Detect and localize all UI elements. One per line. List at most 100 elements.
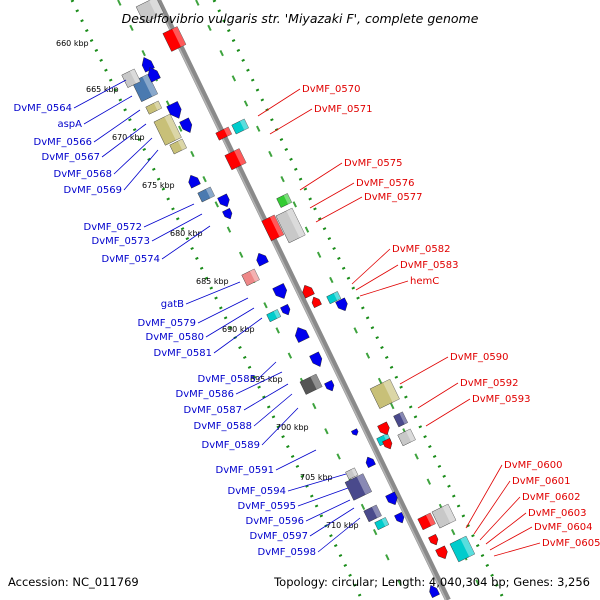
kbp-tick-label: 700 kbp	[276, 423, 309, 432]
accession-text: Accession: NC_011769	[8, 575, 139, 589]
gene-label-reverse: DvMF_0581	[154, 348, 212, 359]
leader-line	[485, 512, 527, 545]
gene-block	[224, 148, 247, 171]
label-leaders	[73, 79, 541, 557]
leader-line	[73, 79, 127, 109]
gene-label-reverse: aspA	[57, 119, 82, 130]
gene-label-reverse: DvMF_0586	[176, 389, 234, 400]
gene-block	[169, 138, 187, 155]
kbp-tick-label: 665 kbp	[86, 85, 119, 94]
gene-label-reverse: DvMF_0588	[194, 421, 252, 432]
gene-arrow	[217, 193, 230, 208]
leader-line	[315, 196, 363, 223]
leader-line	[243, 383, 289, 411]
leader-line	[269, 108, 313, 135]
gene-arrow	[429, 584, 440, 599]
leader-line	[489, 526, 533, 551]
leader-line	[257, 88, 301, 117]
gene-arrow	[428, 533, 439, 546]
gene-block	[266, 309, 282, 323]
gene-label-reverse: DvMF_0564	[14, 103, 72, 114]
gene-block	[121, 68, 141, 88]
kbp-tick-label: 680 kbp	[170, 229, 203, 238]
gene-block	[363, 504, 382, 523]
gene-arrow	[311, 296, 322, 309]
kbp-tick-label: 690 kbp	[222, 325, 255, 334]
gene-block	[397, 428, 416, 447]
gene-arrow	[280, 303, 291, 316]
gene-label-forward: DvMF_0583	[400, 260, 458, 271]
kbp-tick-label: 710 kbp	[326, 521, 359, 530]
leader-line	[185, 281, 241, 305]
gene-track	[121, 0, 476, 599]
leader-line	[355, 264, 399, 291]
genome-title: Desulfovibrio vulgaris str. 'Miyazaki F'…	[122, 11, 479, 26]
gene-block	[215, 126, 233, 141]
topology-text: Topology: circular; Length: 4,040,304 bp…	[273, 575, 590, 589]
kbp-tick-label: 705 kbp	[300, 473, 333, 482]
gene-block	[326, 291, 342, 305]
genome-backbone	[155, 0, 451, 600]
kbp-tick-label: 675 kbp	[142, 181, 175, 190]
gene-block	[276, 193, 293, 208]
leader-line	[235, 371, 283, 395]
gene-block	[197, 186, 215, 203]
leader-line	[83, 95, 133, 125]
gene-arrow	[382, 437, 393, 450]
gene-block	[417, 512, 436, 531]
leader-line	[309, 507, 355, 537]
gene-block	[241, 268, 260, 287]
gene-label-forward: DvMF_0571	[314, 104, 372, 115]
gene-arrow	[335, 297, 348, 312]
gene-label-forward: DvMF_0582	[392, 244, 450, 255]
kbp-tick-label: 685 kbp	[196, 277, 229, 286]
gene-label-reverse: DvMF_0595	[238, 501, 296, 512]
gene-labels: DvMF_0570DvMF_0571DvMF_0575DvMF_0576DvMF…	[14, 84, 600, 558]
gene-label-forward: hemC	[410, 276, 439, 287]
gene-block	[374, 517, 390, 531]
gene-label-reverse: DvMF_0573	[92, 236, 150, 247]
gene-arrow	[302, 284, 315, 299]
gene-arrow	[394, 511, 405, 524]
leader-line	[297, 487, 349, 507]
leader-line	[317, 517, 361, 553]
gene-block	[162, 26, 187, 52]
gene-block	[369, 378, 400, 409]
gene-arrow	[179, 117, 193, 133]
leader-line	[359, 280, 409, 297]
leader-line	[425, 398, 471, 427]
leader-line	[161, 225, 211, 260]
gene-label-forward: DvMF_0605	[542, 538, 600, 549]
gene-label-reverse: DvMF_0580	[146, 332, 204, 343]
leader-line	[287, 473, 347, 492]
gene-label-reverse: DvMF_0585	[198, 374, 256, 385]
gene-label-forward: DvMF_0577	[364, 192, 422, 203]
gene-arrow	[309, 351, 323, 367]
gene-label-forward: DvMF_0570	[302, 84, 360, 95]
leader-line	[261, 407, 299, 446]
gene-label-forward: DvMF_0576	[356, 178, 414, 189]
leader-line	[399, 356, 449, 385]
gene-label-reverse: DvMF_0598	[258, 547, 316, 558]
gene-label-forward: DvMF_0602	[522, 492, 580, 503]
gene-arrow	[351, 428, 359, 436]
leader-line	[309, 182, 355, 209]
leader-line	[417, 382, 459, 409]
gene-block	[449, 535, 476, 563]
gene-label-reverse: DvMF_0596	[246, 516, 304, 527]
gene-label-forward: DvMF_0575	[344, 158, 402, 169]
tick-track-right	[212, 0, 506, 600]
gene-arrow	[324, 379, 335, 392]
leader-line	[275, 449, 317, 471]
gene-label-forward: DvMF_0600	[504, 460, 562, 471]
gene-arrow	[188, 174, 201, 189]
gene-label-forward: DvMF_0601	[512, 476, 570, 487]
gene-label-forward: DvMF_0603	[528, 508, 586, 519]
gene-arrow	[166, 101, 182, 119]
gene-label-forward: DvMF_0593	[472, 394, 530, 405]
gene-block	[344, 473, 373, 501]
gene-block	[299, 373, 323, 395]
gene-label-reverse: DvMF_0597	[250, 531, 308, 542]
leader-line	[205, 307, 255, 338]
